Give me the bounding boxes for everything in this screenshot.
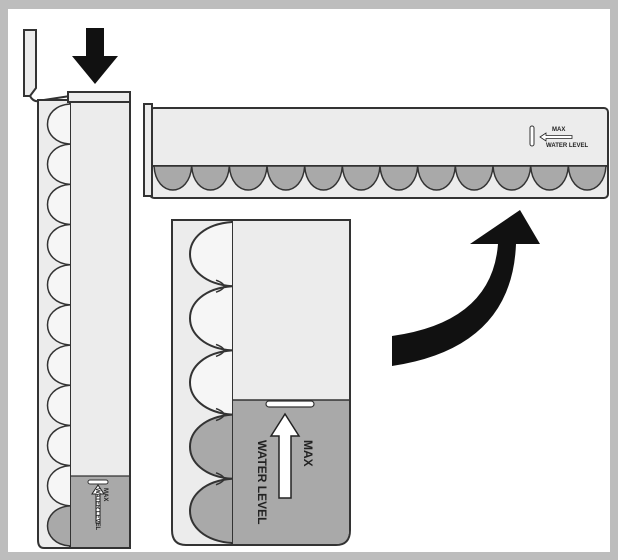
ice-cup (46, 183, 71, 226)
ice-cup (567, 165, 607, 191)
vertical-tray-cups (46, 103, 71, 547)
zoom-water-level-arrow (269, 412, 301, 499)
small-max-label: MAX (102, 488, 108, 501)
ice-cup (46, 424, 71, 467)
down-arrow-icon (72, 28, 118, 84)
cup-connector (215, 472, 225, 486)
vertical-ice-tray: MAX WATER LEVEL (23, 29, 131, 549)
ice-cup (189, 221, 233, 288)
small-water-level-label: WATER LEVEL (94, 488, 100, 531)
ice-cup (189, 477, 233, 544)
ice-cup (46, 103, 71, 145)
horizontal-water-level-label: WATER LEVEL (546, 143, 589, 149)
cup-connector (215, 343, 225, 358)
small-water-level-slot (87, 479, 109, 485)
ice-cup (46, 143, 71, 186)
ice-cup (189, 349, 233, 416)
zoom-water-level-slot (265, 400, 315, 408)
cup-connector (215, 279, 225, 293)
horizontal-tray-end-cap (143, 103, 153, 197)
ice-cup (46, 344, 71, 387)
horizontal-water-level-arrow (539, 132, 573, 142)
tray-clip (23, 29, 37, 97)
curved-arrow-icon (392, 210, 540, 366)
horizontal-ice-tray: MAX WATER LEVEL (143, 103, 609, 199)
horizontal-water-level-slot (529, 125, 535, 147)
zoom-max-label: MAX (301, 440, 315, 467)
ice-cup (46, 223, 71, 266)
ice-cup (189, 285, 233, 352)
vertical-tray-top (67, 91, 131, 103)
ice-cup (46, 304, 71, 346)
horizontal-max-label: MAX (552, 127, 565, 133)
small-water-level-arrow (91, 484, 105, 524)
ice-cup (46, 505, 71, 547)
horizontal-tray-cups (153, 165, 607, 191)
zoom-water-level-label: WATER LEVEL (255, 440, 269, 524)
ice-cup (46, 263, 71, 306)
zoom-detail-tray: MAX WATER LEVEL (171, 219, 351, 546)
ice-cup (46, 464, 71, 507)
cup-connector (215, 407, 225, 422)
ice-cup (189, 413, 233, 480)
ice-cup (46, 384, 71, 427)
zoom-tray-cups (189, 221, 233, 544)
